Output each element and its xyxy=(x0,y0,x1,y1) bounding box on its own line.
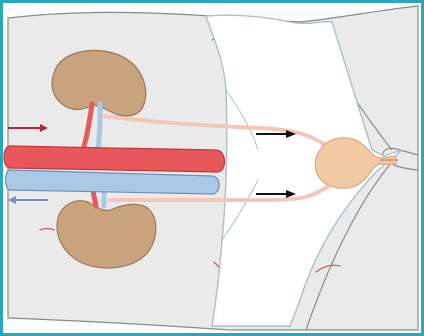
renal-vessel-upper-vein xyxy=(98,104,100,148)
aorta xyxy=(4,146,225,172)
